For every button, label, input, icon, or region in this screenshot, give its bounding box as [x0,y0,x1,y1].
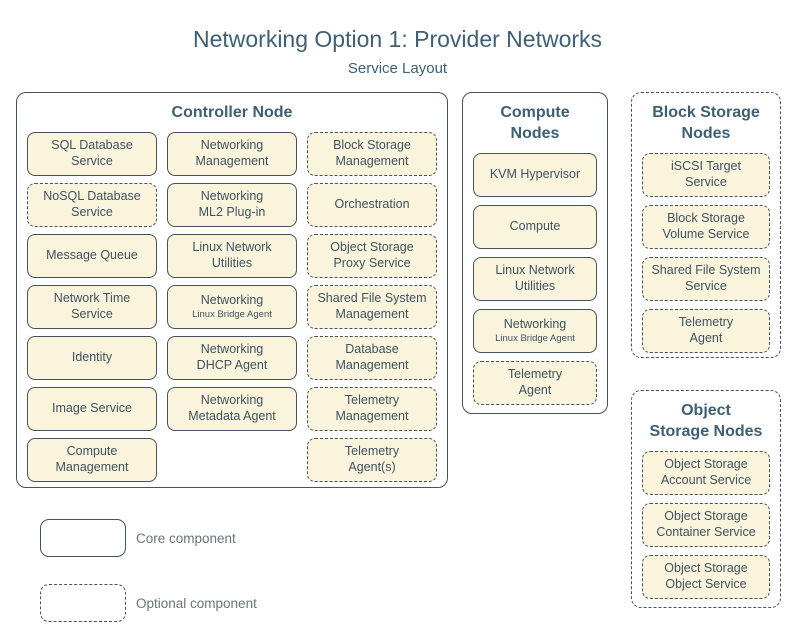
service-box: Object Storage Object Service [642,554,770,599]
service-box: Block Storage Volume Service [642,204,770,249]
optional-component-swatch [40,584,126,622]
service-box: Object Storage Container Service [642,502,770,547]
service-box: KVM Hypervisor [473,152,597,197]
service-box: Compute Management [27,437,157,482]
service-box: Linux Network Utilities [473,256,597,301]
block-storage-nodes-title: Block Storage Nodes [652,104,760,142]
core-component-swatch [40,519,126,557]
service-box: Telemetry Management [307,386,437,431]
service-box: Image Service [27,386,157,431]
service-box: Linux Network Utilities [167,233,297,278]
service-box: SQL Database Service [27,131,157,176]
service-box: iSCSI Target Service [642,152,770,197]
service-box: Networking DHCP Agent [167,335,297,380]
service-box: Shared File System Service [642,256,770,301]
service-box: Network Time Service [27,284,157,329]
service-box: Compute [473,204,597,249]
page-title: Networking Option 1: Provider Networks [192,26,603,52]
legend-core-row: Core component [40,519,236,557]
service-box: Object Storage Proxy Service [307,233,437,278]
object-storage-nodes-group: Object Storage Nodes Object Storage Acco… [631,390,781,608]
service-box: Telemetry Agent [473,360,597,405]
service-box: Networking Metadata Agent [167,386,297,431]
service-box: Object Storage Account Service [642,450,770,495]
controller-node-title: Controller Node [171,104,293,121]
service-box: Telemetry Agent(s) [307,437,437,482]
service-box: NoSQL Database Service [27,182,157,227]
service-box: Database Management [307,335,437,380]
service-box: Networking Management [167,131,297,176]
service-box: Message Queue [27,233,157,278]
block-storage-nodes-group: Block Storage Nodes iSCSI Target Service… [631,92,781,358]
core-component-label: Core component [136,530,236,546]
service-box: Telemetry Agent [642,308,770,353]
service-box: Shared File System Management [307,284,437,329]
service-box: Block Storage Management [307,131,437,176]
optional-component-label: Optional component [136,595,257,611]
compute-nodes-title: Compute Nodes [500,104,570,142]
page-subtitle: Service Layout [347,60,448,77]
service-box: Orchestration [307,182,437,227]
legend-optional-row: Optional component [40,584,257,622]
service-box: Identity [27,335,157,380]
service-box: Networking ML2 Plug-in [167,182,297,227]
object-storage-nodes-title: Object Storage Nodes [649,402,763,440]
